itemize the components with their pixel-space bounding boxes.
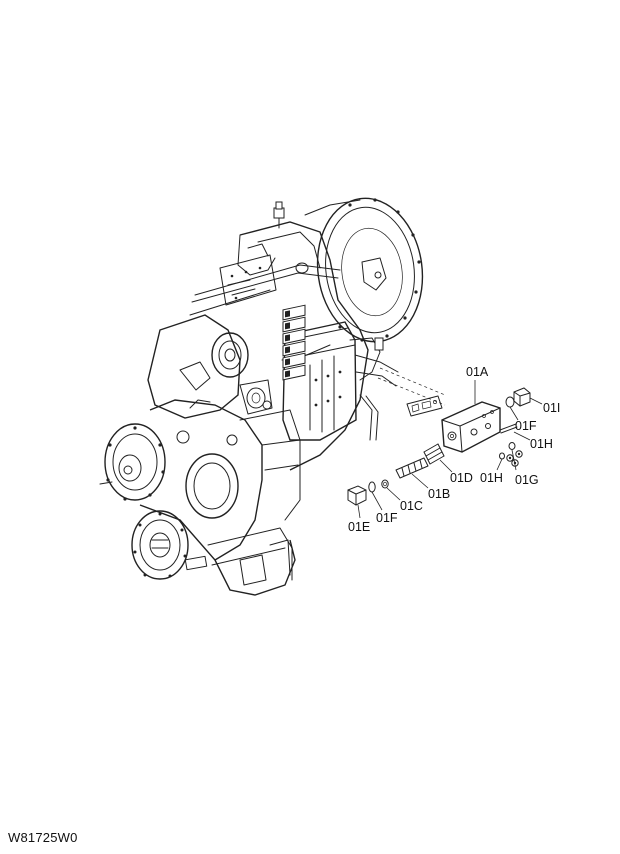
solenoid-stack — [282, 304, 306, 381]
label-01B: 01B — [428, 487, 450, 501]
label-01E: 01E — [348, 520, 370, 534]
label-01A: 01A — [466, 365, 489, 379]
label-01H-left: 01H — [480, 471, 503, 485]
leader-lines — [357, 380, 543, 519]
valve-block — [441, 401, 501, 453]
label-01H-right: 01H — [530, 437, 553, 451]
label-01C: 01C — [400, 499, 423, 513]
part-labels: 01A 01I 01F 01H 01D 01H 01G 01B 01C 01F … — [348, 365, 560, 534]
side-tubes — [349, 337, 399, 441]
label-01G: 01G — [515, 473, 539, 487]
plug-01E — [347, 485, 367, 506]
breather — [273, 201, 285, 229]
front-output-flange — [99, 423, 166, 501]
o-ring-01F-right — [505, 396, 515, 408]
label-01F-right: 01F — [515, 419, 537, 433]
spool-01B — [395, 457, 429, 479]
lower-housing — [139, 504, 296, 596]
main-case-upper — [189, 221, 369, 471]
o-ring-01F-left — [368, 481, 376, 493]
rear-output-flange — [131, 510, 189, 580]
diagram-code: W81725W0 — [8, 830, 78, 845]
label-01D: 01D — [450, 471, 473, 485]
o-ring-01H-right — [508, 442, 516, 450]
seat-01C — [381, 479, 389, 489]
left-housing — [147, 314, 273, 419]
label-01I: 01I — [543, 401, 560, 415]
plug-01I — [513, 387, 531, 407]
transmission-assembly — [99, 197, 424, 596]
main-case-lower — [149, 399, 301, 561]
label-01F-left: 01F — [376, 511, 398, 525]
control-valve — [281, 304, 357, 441]
spring-01D — [423, 443, 445, 465]
o-ring-01H-left — [499, 452, 505, 460]
dowel-pin — [499, 423, 518, 434]
gasket — [406, 395, 443, 417]
